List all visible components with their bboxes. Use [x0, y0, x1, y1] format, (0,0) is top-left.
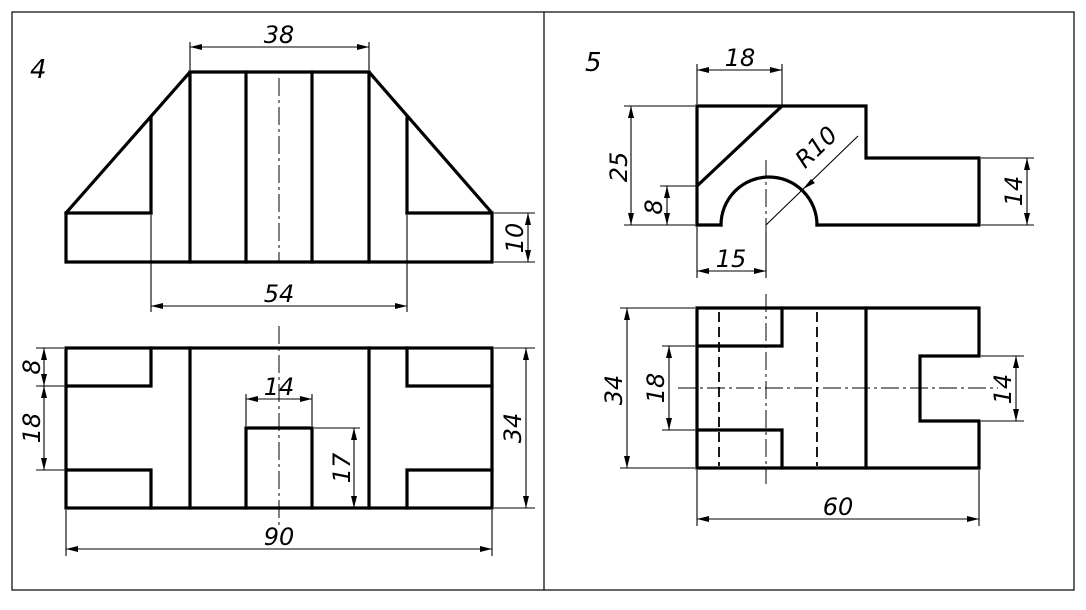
drawing-4-dim-54: 54: [150, 215, 408, 312]
dim-label: 38: [264, 21, 295, 49]
drawing-4-number: 4: [30, 55, 47, 85]
drawing-4-top-view: [64, 326, 494, 528]
drawing-5-dim-25: 25: [605, 105, 695, 226]
drawing-4-dim-8: 8: [18, 347, 64, 387]
drawing-4-dim-18: 18: [18, 386, 64, 471]
dim-label: 25: [605, 152, 633, 183]
drawing-5: 5 18 25: [585, 44, 1034, 526]
dim-label: 18: [725, 44, 756, 72]
dim-label: 14: [264, 373, 295, 401]
drawing-5-dim-r10: R10: [765, 121, 859, 226]
dim-label: 14: [1000, 176, 1028, 207]
dim-label: 10: [501, 223, 529, 254]
dim-label: 90: [264, 523, 295, 551]
drawing-4-dim-10: 10: [494, 212, 535, 263]
drawing-5-dim-14-top: 14: [981, 355, 1024, 422]
sheet-frame: [11, 11, 1075, 591]
drawing-4: 4 38: [18, 21, 535, 556]
drawing-5-dim-18-top: 18: [642, 345, 695, 431]
drawing-4-dim-17: 17: [314, 427, 360, 508]
drawing-5-top-view: [678, 294, 998, 484]
drawing-5-dim-14-front: 14: [981, 157, 1034, 226]
drawing-4-dim-34: 34: [494, 347, 535, 509]
dim-label: 18: [18, 413, 46, 444]
dim-label: R10: [790, 121, 843, 174]
drawing-5-dim-8: 8: [640, 185, 695, 225]
dim-label: 18: [642, 373, 670, 404]
drawing-4-dim-14: 14: [245, 373, 313, 426]
drawing-5-dim-60: 60: [696, 470, 980, 526]
drawing-5-number: 5: [585, 48, 602, 78]
dim-label: 17: [328, 452, 356, 483]
dim-label: 8: [18, 359, 46, 374]
drawing-4-dim-38: 38: [189, 21, 370, 70]
drawing-5-dim-15: 15: [696, 227, 767, 278]
dim-label: 8: [640, 199, 668, 214]
dim-label: 14: [989, 374, 1017, 405]
dim-label: 60: [823, 493, 854, 521]
drawing-4-dim-90: 90: [65, 510, 493, 556]
drawing-4-front-view: [64, 70, 494, 264]
drawing-5-dim-34: 34: [600, 307, 695, 469]
drawing-5-front-view: [694, 103, 981, 232]
drawing-5-dim-18: 18: [696, 44, 783, 104]
dim-label: 34: [600, 375, 628, 406]
dim-label: 15: [716, 245, 747, 273]
dim-label: 34: [499, 413, 527, 444]
dim-label: 54: [264, 280, 295, 308]
